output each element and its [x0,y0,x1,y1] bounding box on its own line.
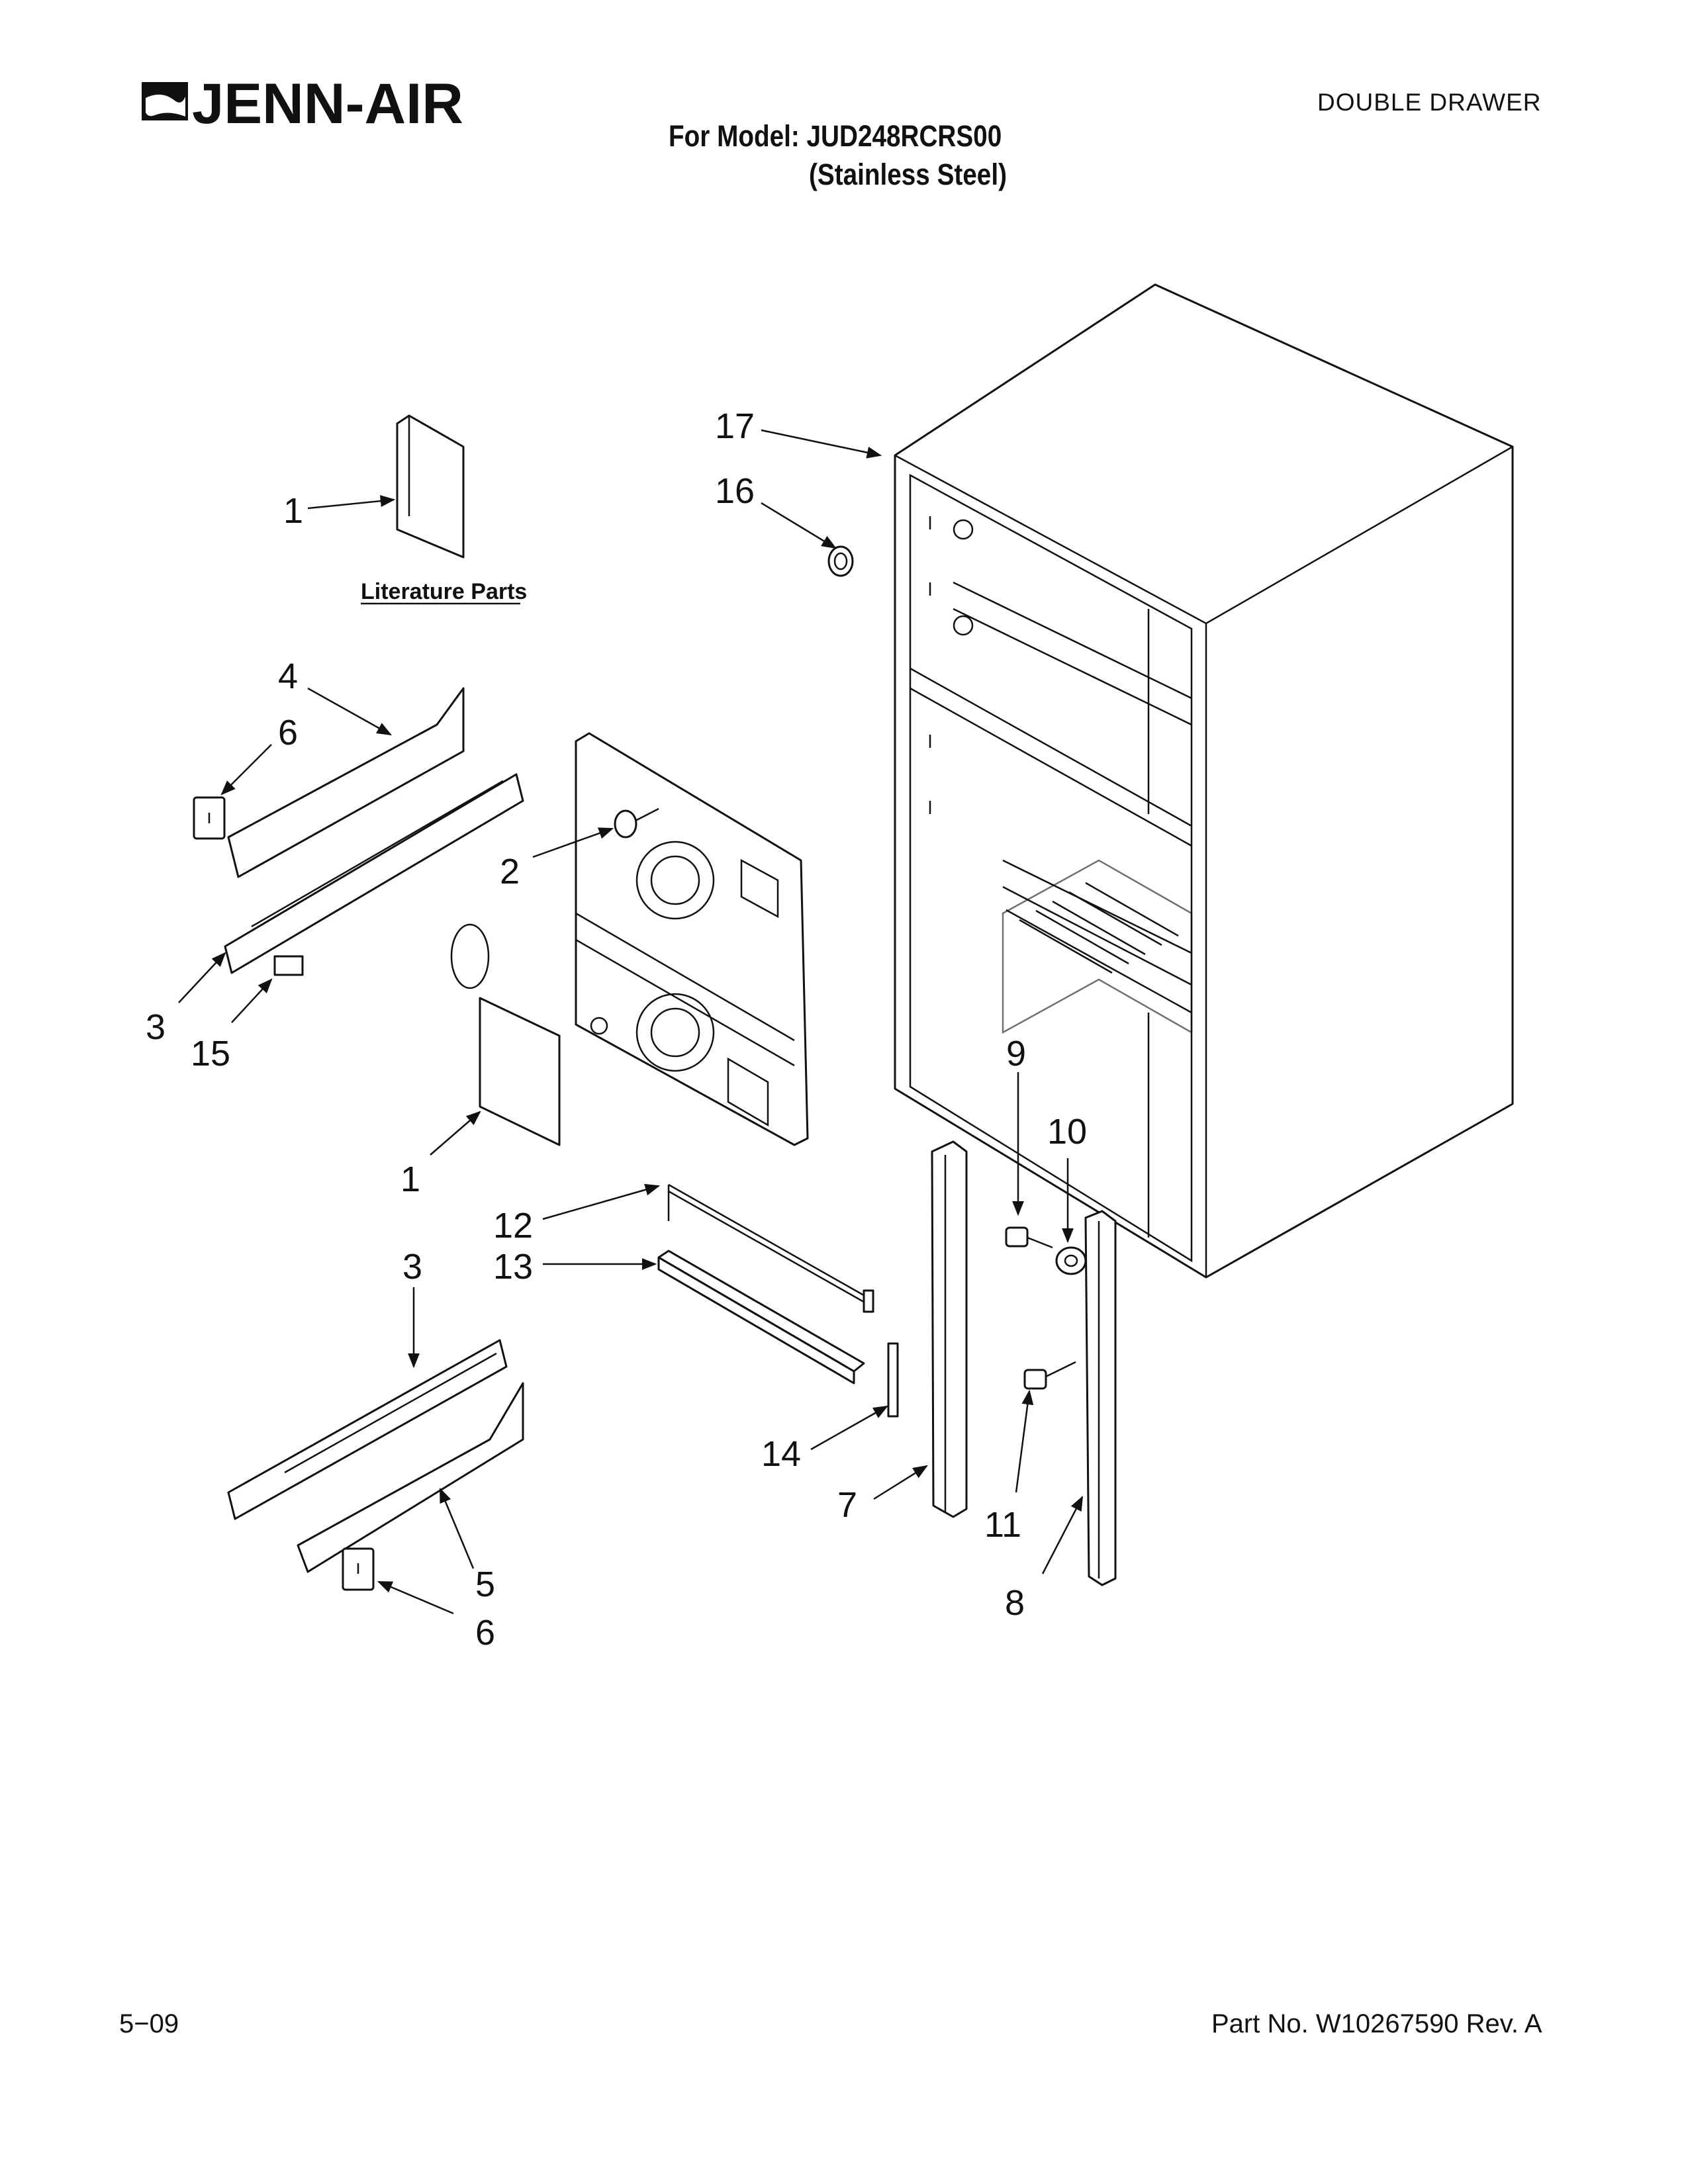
callout-14: 14 [761,1434,801,1474]
section-title: DOUBLE DRAWER [1317,89,1542,116]
upper-drawer-slide [224,687,524,974]
finish-line: (Stainless Steel) [809,158,1007,191]
washer [1055,1246,1087,1275]
evaporator-cover-screw [614,807,659,839]
literature-booklet [396,414,465,559]
light-assembly [667,1183,874,1313]
slide-pad-upper [193,796,226,840]
slide-pad-lower [342,1547,375,1591]
callout-numbers: 17 16 1 4 6 2 3 15 1 9 10 12 3 13 14 7 1… [146,406,1087,1653]
cabinet-floor-grille [1002,859,1193,1034]
callout-6-lower: 6 [475,1613,495,1653]
cabinet-shell [894,283,1514,1279]
leader-lines [178,429,1084,1615]
callout-17: 17 [715,406,755,446]
jenn-air-logo: JENN-AIR [142,64,473,143]
installation-sheet [450,923,561,1146]
right-side-channel [1084,1210,1117,1586]
callout-12: 12 [493,1206,533,1246]
callout-8: 8 [1005,1583,1025,1623]
left-side-channel [931,1140,968,1518]
footer-part-number: Part No. W10267590 Rev. A [1211,2009,1542,2038]
callout-7: 7 [837,1485,857,1525]
callout-11: 11 [984,1505,1021,1545]
callout-6-top: 6 [278,713,298,752]
thermistor [887,1342,899,1418]
callout-3-lower: 3 [402,1247,422,1287]
callout-10: 10 [1047,1112,1087,1152]
callout-16: 16 [715,471,755,511]
logo-swoosh [146,94,185,116]
callout-3-top: 3 [146,1007,165,1047]
callout-1-top: 1 [283,491,303,531]
literature-parts-label: Literature Parts [361,579,527,604]
logo-mark: JENN-AIR [142,72,463,136]
slide-spacer [273,955,304,976]
evaporator-cover [575,732,809,1146]
callout-13: 13 [493,1247,533,1287]
callout-5: 5 [475,1565,495,1604]
callout-4: 4 [278,657,298,696]
heater-strip [657,1250,865,1385]
callout-9: 9 [1006,1034,1026,1073]
model-line: For Model: JUD248RCRS00 [669,119,1002,153]
footer-date: 5−09 [119,2009,179,2038]
plug-button [827,545,854,577]
callout-1-lower: 1 [400,1160,420,1199]
callout-15: 15 [191,1034,230,1073]
logo-wordmark: JENN-AIR [192,72,463,136]
callout-2: 2 [500,852,520,891]
screw-upper [1005,1226,1053,1249]
screw-lower [1023,1361,1076,1390]
lower-drawer-slide [227,1339,524,1573]
